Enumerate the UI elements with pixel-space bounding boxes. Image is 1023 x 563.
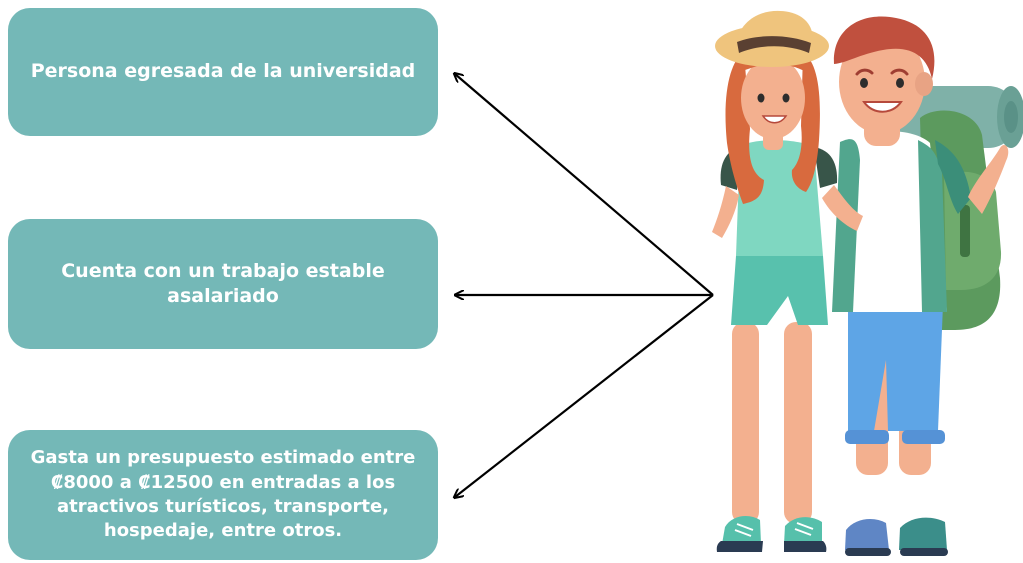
profile-box-stable-job: Cuenta con un trabajo estable asalariado bbox=[8, 219, 438, 349]
profile-box-budget: Gasta un presupuesto estimado entre ₡800… bbox=[8, 430, 438, 560]
woman-traveler bbox=[712, 10, 863, 552]
profile-box-graduate: Persona egresada de la universidad bbox=[8, 8, 438, 136]
backpacker-couple-illustration bbox=[712, 10, 1023, 556]
arrow-to-graduate bbox=[455, 74, 714, 296]
profile-text-stable-job: Cuenta con un trabajo estable asalariado bbox=[61, 259, 385, 307]
profile-text-graduate: Persona egresada de la universidad bbox=[30, 60, 416, 83]
arrow-to-budget bbox=[455, 294, 714, 497]
man-traveler bbox=[832, 16, 1009, 556]
profile-text-budget: Gasta un presupuesto estimado entre ₡800… bbox=[30, 447, 416, 542]
